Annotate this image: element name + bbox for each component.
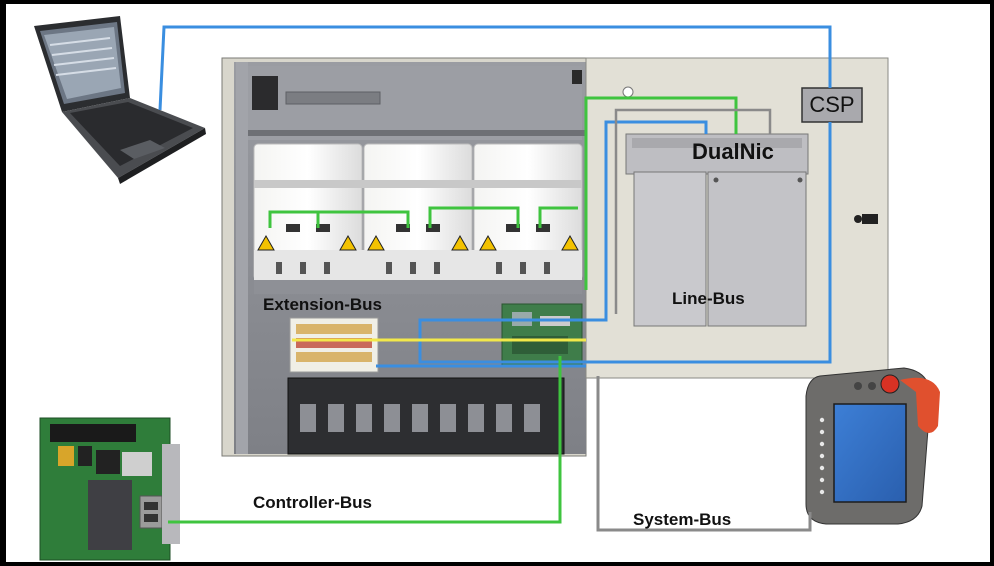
csp-box <box>801 87 863 123</box>
green-line-dualnic <box>584 96 738 290</box>
ethernet-line-csp-dualnic <box>418 120 832 364</box>
csp-label: CSP <box>809 92 855 117</box>
gray-line-dualnic <box>614 108 772 314</box>
system-bus-label: System-Bus <box>633 510 732 529</box>
extension-bus-label: Extension-Bus <box>263 295 383 314</box>
warning-icon <box>257 234 579 251</box>
dualnic-label: DualNic <box>692 139 774 164</box>
pc-board-icon <box>39 417 180 561</box>
controller-bus-label: Controller-Bus <box>253 493 372 512</box>
teach-pendant-icon <box>805 367 940 525</box>
io-terminal-block <box>289 317 379 373</box>
green-line-drive-4 <box>538 206 578 228</box>
lower-panel <box>287 377 565 455</box>
green-line-drive-2 <box>318 210 410 228</box>
controller-board <box>501 303 583 367</box>
green-line-drive-1 <box>268 210 320 228</box>
controller-bus-line <box>168 356 562 524</box>
ethernet-line-laptop-csp <box>158 25 832 111</box>
line-bus-label: Line-Bus <box>672 289 745 308</box>
green-line-drive-3 <box>428 206 520 228</box>
drive-connectors <box>276 224 550 274</box>
laptop-icon <box>34 16 206 184</box>
system-bus-line <box>596 376 812 532</box>
dualnic-enclosure <box>625 133 809 327</box>
